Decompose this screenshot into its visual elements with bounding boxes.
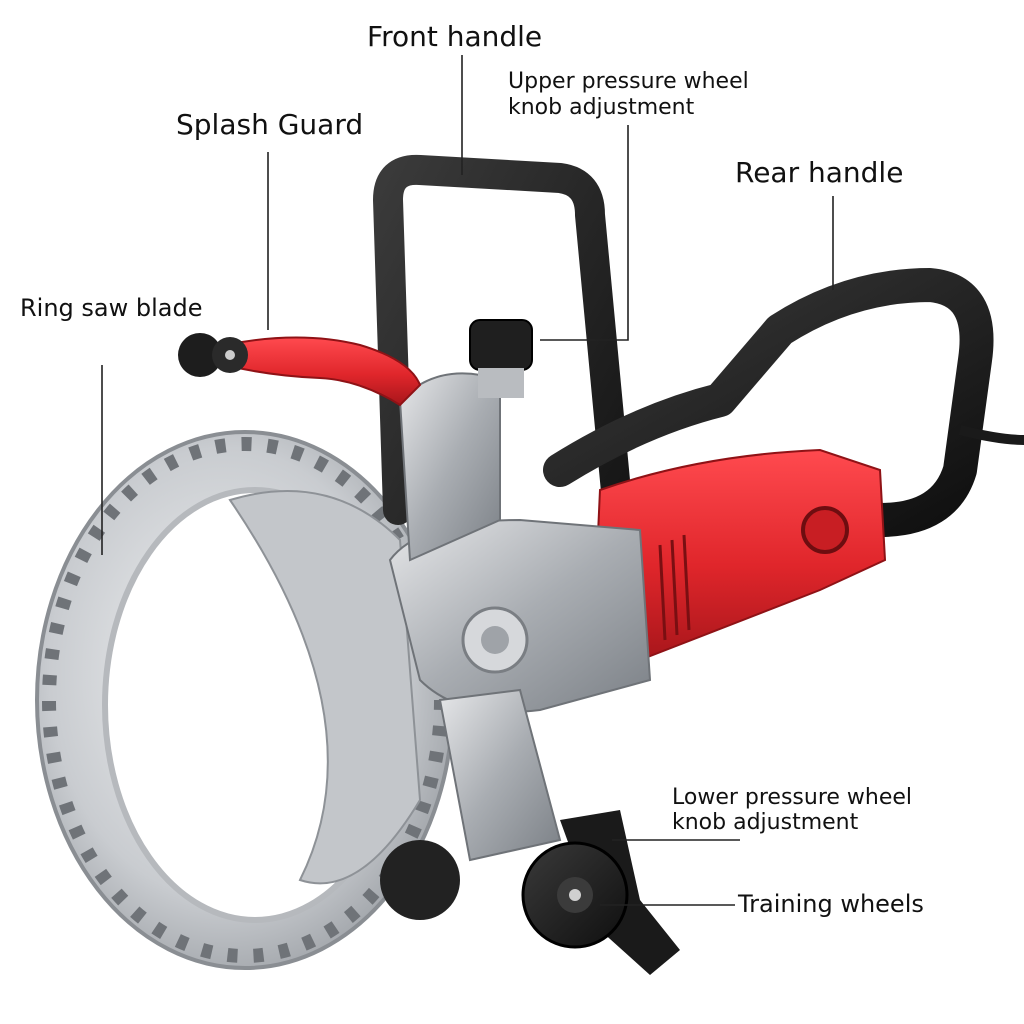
gear-housing-graphic — [388, 372, 652, 862]
label-lower-knob-line2: knob adjustment — [672, 810, 859, 835]
label-front-handle: Front handle — [367, 20, 543, 53]
label-ring-saw-blade: Ring saw blade — [20, 294, 203, 322]
label-upper-knob-line2: knob adjustment — [508, 95, 695, 120]
label-training-wheels: Training wheels — [738, 890, 924, 918]
label-rear-handle: Rear handle — [735, 156, 904, 189]
label-upper-knob-line1: Upper pressure wheel — [508, 69, 749, 94]
rear-handle-graphic — [543, 268, 1024, 537]
label-lower-knob-line1: Lower pressure wheel — [672, 785, 913, 810]
ring-saw-blade-graphic — [35, 430, 455, 970]
upper-knob-graphic — [469, 319, 533, 398]
label-splash-guard: Splash Guard — [176, 108, 364, 141]
front-handle-graphic — [373, 154, 645, 655]
training-wheel-graphic — [380, 810, 680, 975]
leader-upper-knob — [540, 125, 629, 341]
leader-lines — [101, 55, 834, 906]
splash-guard-graphic — [178, 333, 422, 407]
